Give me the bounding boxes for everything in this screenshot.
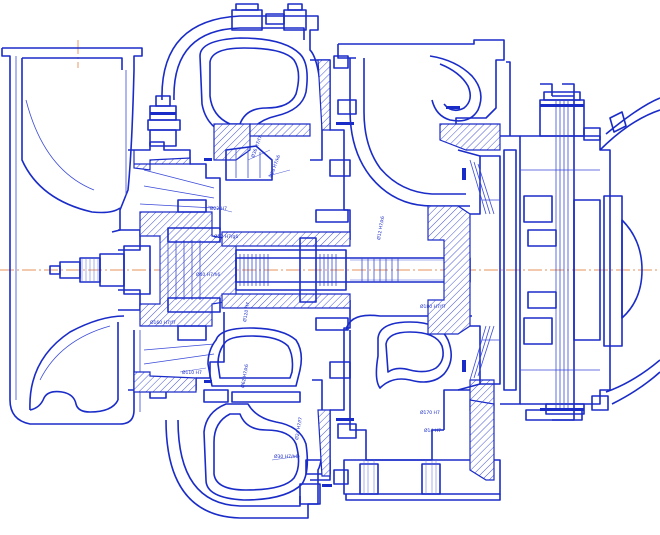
callout-label: Ø22 H7 [210, 205, 227, 212]
callout-label: Ø40 H7/h6 [196, 271, 220, 278]
callout-label: Ø160 H7/f7 [150, 319, 176, 326]
air-inlet-housing [506, 61, 660, 421]
callout-label: Ø14 H7 [424, 427, 441, 434]
compressor-wheel [427, 135, 521, 405]
bearing-housing [221, 55, 357, 485]
lower-gas-scroll [165, 327, 331, 519]
callout-label: Ø180 H7/f7 [420, 303, 446, 310]
callout-label: Ø52 H7/g6 [214, 233, 238, 240]
upper-gas-scroll [161, 3, 323, 181]
callout-label: Ø120 H7 [241, 301, 251, 322]
callout-label: Ø170 H7 [420, 409, 440, 416]
callout-label: Ø110 H7 [182, 369, 202, 376]
callout-label: Ø30 H7/h6 [274, 453, 298, 460]
callout-label: Ø12 H7/k6 [375, 215, 386, 240]
shaft-nose-fitting [49, 245, 151, 295]
compressor-housing [337, 39, 505, 501]
turbine-casing [118, 95, 225, 399]
callout-label: Ø62 H7/k6 [239, 363, 250, 388]
callout-label: Ø24 H7/f7 [293, 416, 304, 440]
turbine-wheel [139, 199, 237, 341]
dimension-callouts: Ø36 H7/f7 Ø28 H7/k6 Ø22 H7 Ø52 H7/g6 Ø40… [150, 135, 446, 461]
fasteners [150, 104, 584, 487]
turbine-inlet-housing [1, 47, 143, 425]
